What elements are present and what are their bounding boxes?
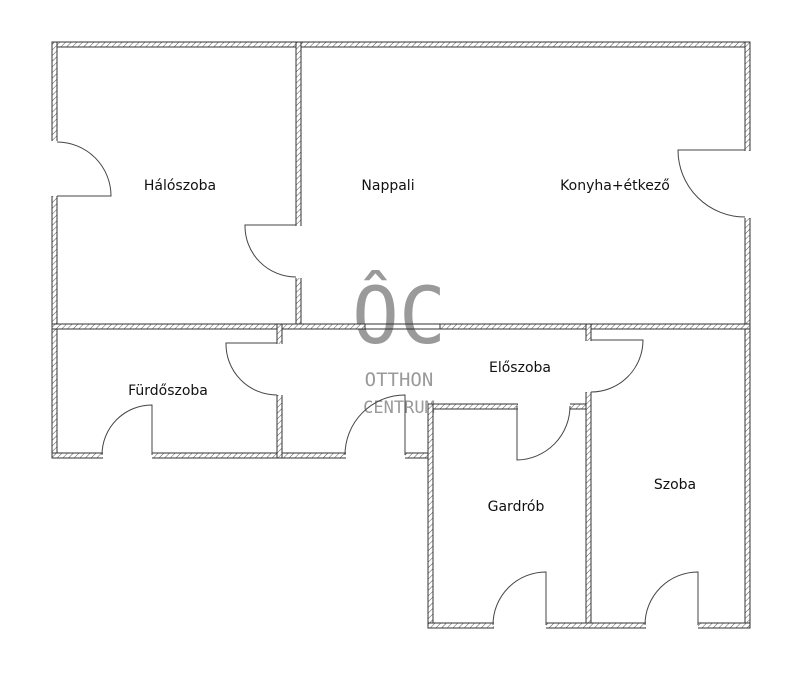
door-szoba-side (590, 339, 644, 393)
logo-line1: OTTHON (365, 369, 434, 391)
door-halo-nappali (244, 224, 297, 278)
wall-right (744, 41, 751, 629)
room-label-eloszoba: Előszoba (489, 360, 551, 376)
room-label-konyha: Konyha+étkező (560, 178, 670, 194)
door-gardrob-bottom (492, 571, 547, 626)
door-furdo-side (225, 342, 278, 396)
door-furdo-bottom (101, 404, 153, 456)
door-halo-exterior (56, 141, 112, 197)
room-label-szoba: Szoba (654, 477, 696, 493)
logo-mark: ÔC (352, 270, 446, 362)
wall-left (51, 41, 58, 459)
logo-line2: CENTRUM (363, 398, 435, 418)
wall-middle-horizontal-right (439, 323, 751, 330)
watermark-logo: ÔC OTTHON CENTRUM (352, 270, 446, 418)
wall-gardrob-left (427, 403, 434, 629)
door-gaps (51, 141, 751, 629)
room-label-haloszoba: Hálószoba (144, 178, 216, 194)
wall-top (51, 41, 751, 48)
door-szoba-bottom (644, 571, 699, 626)
room-label-nappali: Nappali (361, 178, 414, 194)
wall-bottom-right (427, 622, 751, 629)
door-eloszoba-bottom (344, 394, 406, 456)
door-konyha (677, 149, 746, 218)
door-gardrob-top (516, 405, 571, 461)
room-labels: Hálószoba Nappali Konyha+étkező Fürdőszo… (128, 178, 696, 515)
room-label-gardrob: Gardrób (488, 499, 545, 515)
wall-middle-horizontal-left (51, 323, 366, 330)
doors (56, 141, 746, 626)
wall-halo-nappali (295, 41, 302, 330)
room-label-furdoszoba: Fürdőszoba (128, 383, 208, 399)
